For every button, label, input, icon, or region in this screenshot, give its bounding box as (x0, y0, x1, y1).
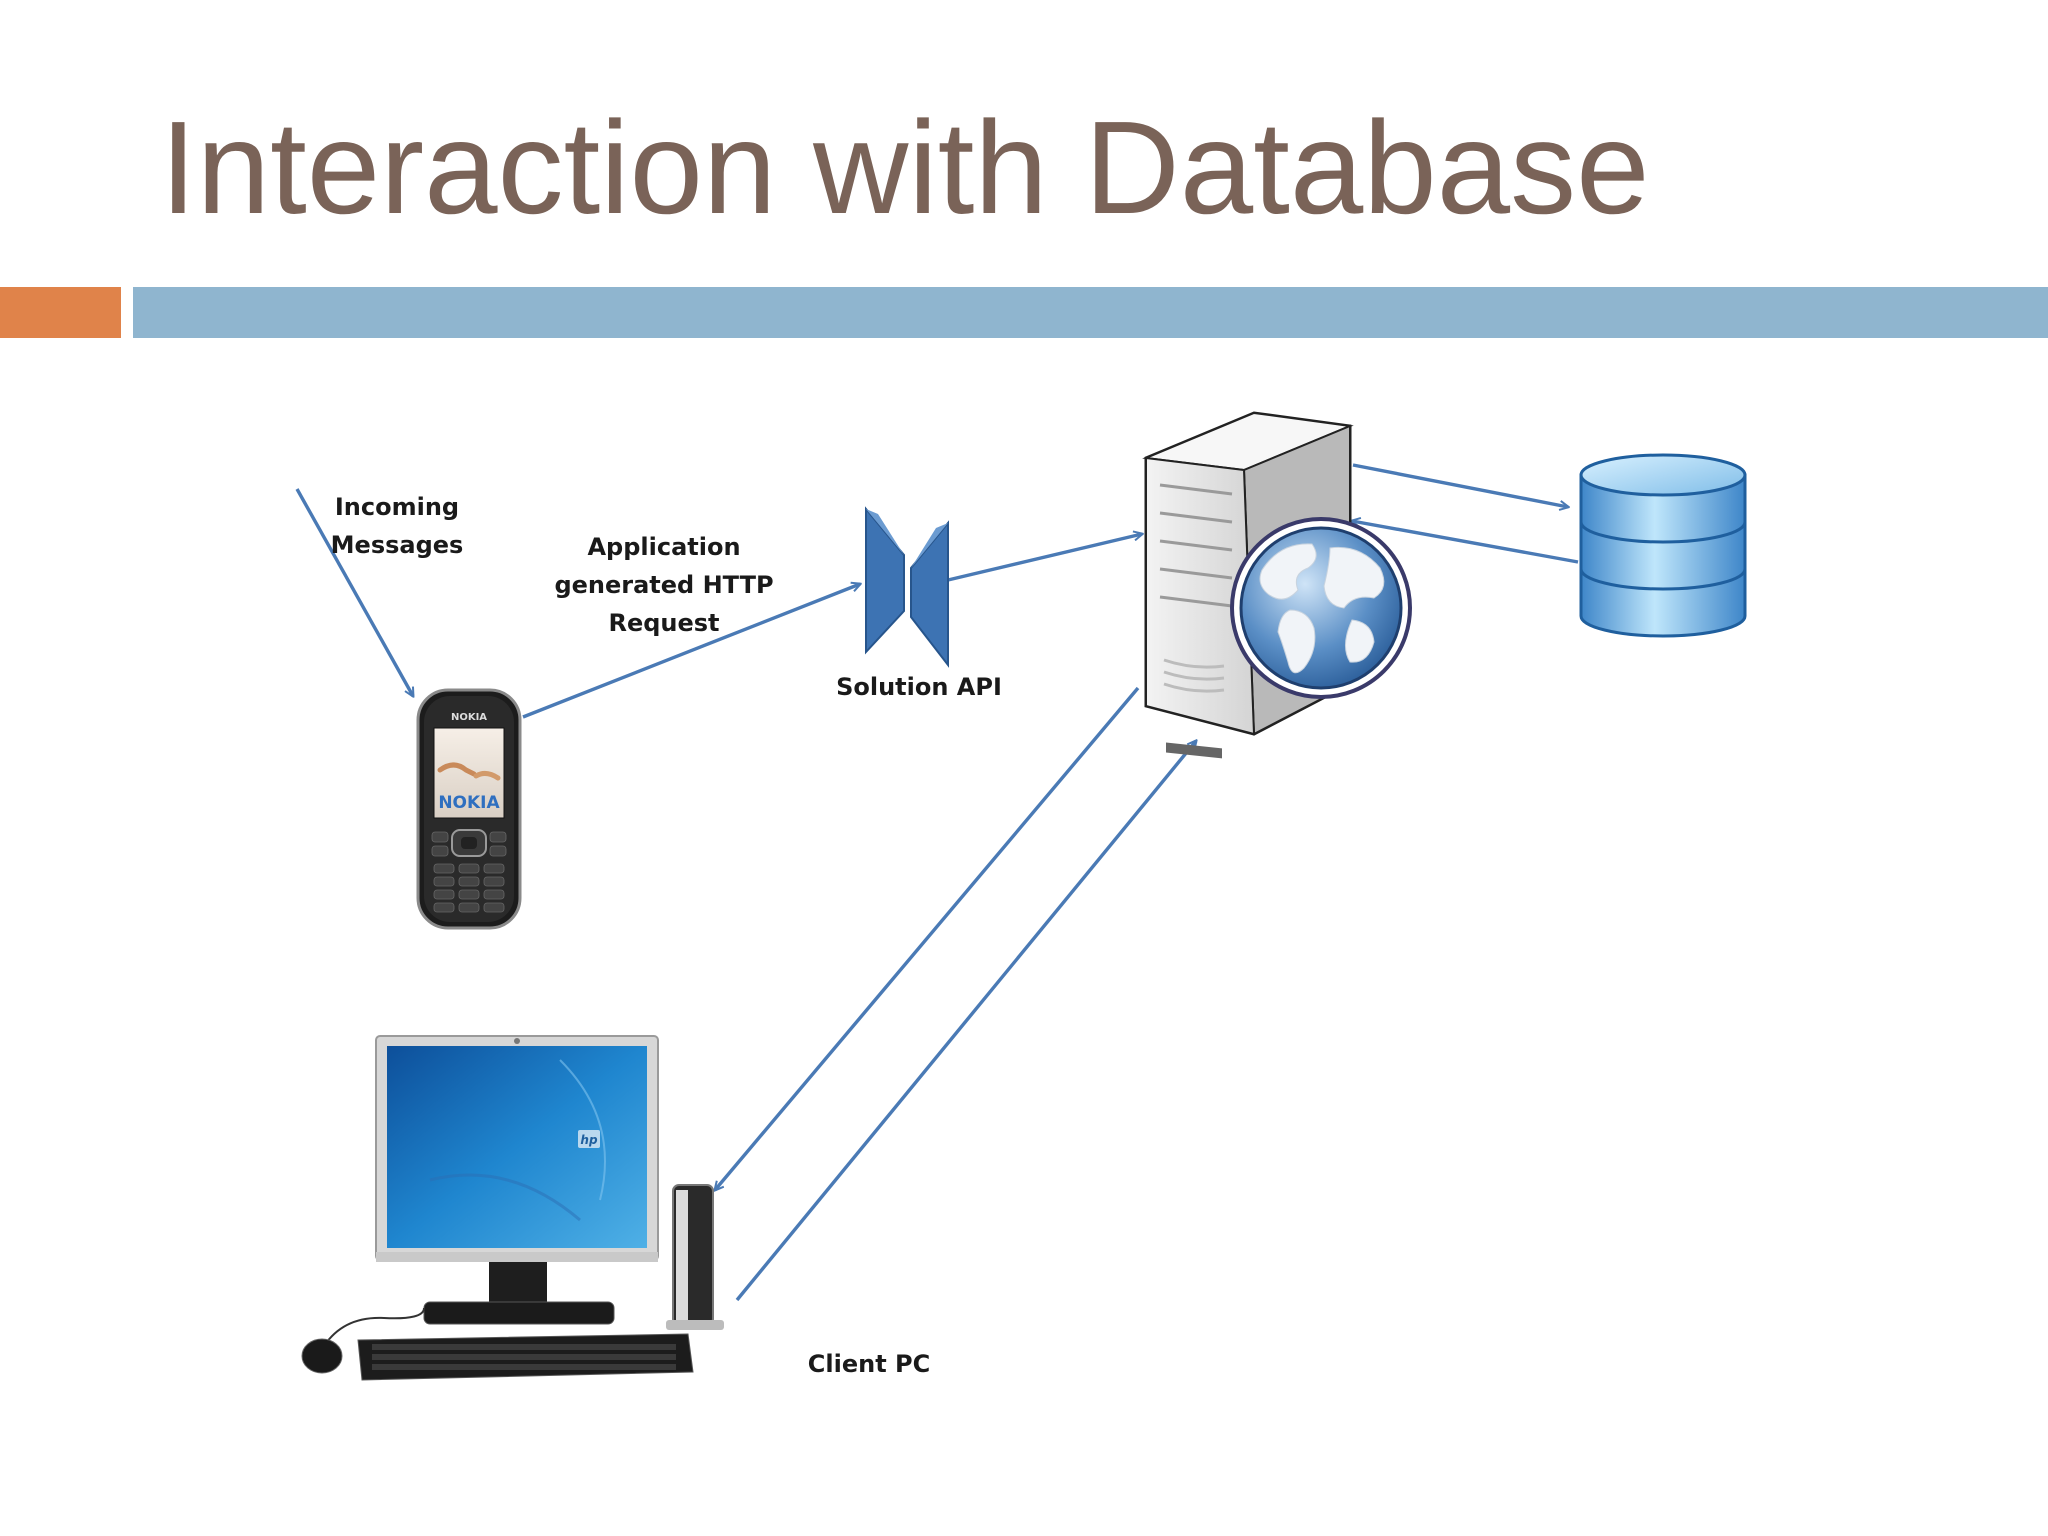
database-icon (1579, 453, 1747, 638)
arrow-server-to-database (1352, 463, 1568, 507)
slide-title: Interaction with Database (160, 94, 1650, 241)
arrow-server-to-client (715, 686, 1140, 1190)
label-client-pc: Client PC (808, 1350, 930, 1378)
accent-bar-blue (133, 287, 2048, 338)
label-solution-api: Solution API (836, 673, 1002, 701)
phone-brand-top: NOKIA (451, 712, 487, 723)
arrow-incoming-messages (295, 488, 413, 696)
phone-brand-screen: NOKIA (438, 793, 500, 813)
label-incoming-line2: Messages (331, 531, 464, 559)
globe-icon (1230, 517, 1412, 699)
api-gateway-icon (865, 506, 949, 668)
arrow-database-to-server (1352, 521, 1579, 564)
arrows (295, 463, 1579, 1302)
arrow-client-to-server (735, 741, 1196, 1302)
monitor-logo: hp (580, 1133, 598, 1147)
label-http-line3: Request (608, 609, 719, 637)
label-http-line1: Application (587, 533, 740, 561)
label-incoming-line1: Incoming (335, 493, 459, 521)
label-http-line2: generated HTTP (554, 571, 773, 599)
accent-bar-orange (0, 287, 121, 338)
desktop-computer-icon: hp (301, 1035, 724, 1381)
arrow-api-to-server (947, 534, 1142, 582)
arrow-phone-to-api (522, 584, 860, 719)
mobile-phone-icon: NOKIA NOKIA (416, 688, 522, 930)
